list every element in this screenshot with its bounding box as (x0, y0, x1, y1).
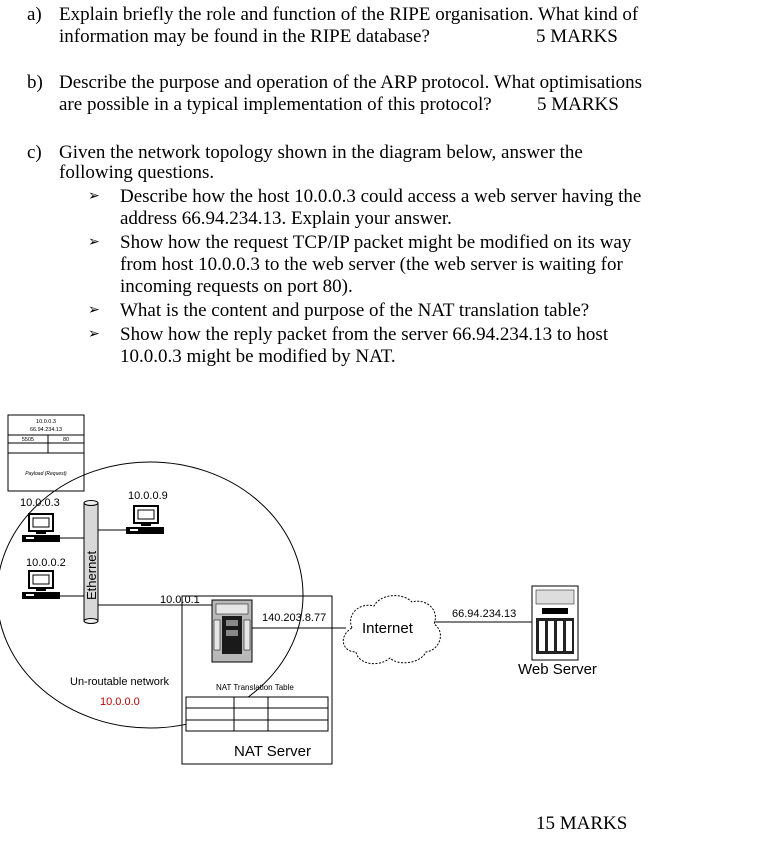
bullet-1: ➢ Describe how the host 10.0.0.3 could a… (88, 186, 728, 230)
host-computer-icon (22, 570, 84, 599)
question-c: c) Given the network topology shown in t… (27, 142, 747, 186)
host-10-0-0-2-label: 10.0.0.2 (26, 557, 66, 569)
question-b-line1: Describe the purpose and operation of th… (59, 72, 643, 93)
arrow-bullet-icon: ➢ (88, 189, 100, 204)
question-a-line1: Explain briefly the role and function of… (59, 4, 639, 25)
host-10-0-0-3-label: 10.0.0.3 (20, 497, 60, 509)
total-marks: 15 MARKS (536, 813, 628, 834)
packet-dst-ip: 66.94.234.13 (30, 427, 62, 433)
bullet-4-line2: 10.0.0.3 might be modified by NAT. (120, 346, 396, 367)
packet-src-port: 5505 (22, 437, 34, 443)
nat-translation-table (185, 696, 329, 732)
bullet-3: ➢ What is the content and purpose of the… (88, 300, 728, 322)
question-b-line2: are possible in a typical implementation… (59, 94, 492, 115)
question-c-label: c) (27, 142, 42, 163)
nat-server-box (181, 595, 333, 765)
arrow-bullet-icon: ➢ (88, 303, 100, 318)
host-computer-icon (98, 505, 164, 534)
question-a: a) Explain briefly the role and function… (27, 4, 747, 48)
web-server-icon (531, 585, 579, 661)
private-network-ellipse (0, 461, 304, 729)
bullet-4: ➢ Show how the reply packet from the ser… (88, 324, 728, 368)
bullet-1-line1: Describe how the host 10.0.0.3 could acc… (120, 186, 642, 207)
nat-public-ip-label: 140.203.8.77 (262, 612, 326, 624)
bullet-1-line2: address 66.94.234.13. Explain your answe… (120, 208, 452, 229)
nat-server-label: NAT Server (234, 743, 311, 760)
question-b-label: b) (27, 72, 43, 93)
packet-src-ip: 10.0.0.3 (36, 419, 56, 425)
internet-label: Internet (362, 620, 414, 637)
question-b-marks: 5 MARKS (537, 94, 619, 115)
unroutable-network-label: Un-routable network (70, 676, 170, 688)
web-server-label: Web Server (518, 661, 597, 678)
nat-router-icon (211, 599, 253, 663)
internet-cloud-icon (342, 595, 441, 665)
ethernet-bus: Ethernet (83, 500, 99, 624)
packet-caption: Payload (Request) (25, 471, 67, 477)
question-a-line2: information may be found in the RIPE dat… (59, 26, 430, 47)
bullet-2-line1: Show how the request TCP/IP packet might… (120, 232, 632, 253)
gateway-ip-label: 10.0.0.1 (160, 594, 200, 606)
bullet-2-line2: from host 10.0.0.3 to the web server (th… (120, 254, 623, 275)
question-a-label: a) (27, 4, 42, 25)
unroutable-network-address: 10.0.0.0 (100, 696, 140, 708)
question-b: b) Describe the purpose and operation of… (27, 72, 747, 116)
bullet-4-line1: Show how the reply packet from the serve… (120, 324, 609, 345)
packet-box: 10.0.0.3 66.94.234.13 5505 80 Payload (R… (7, 414, 85, 492)
question-c-line1: Given the network topology shown in the … (59, 142, 583, 163)
packet-dst-port: 80 (63, 437, 69, 443)
nat-table-label: NAT Translation Table (216, 683, 294, 692)
server-ip-label: 66.94.234.13 (452, 608, 516, 620)
bullet-2: ➢ Show how the request TCP/IP packet mig… (88, 232, 728, 298)
ethernet-label: Ethernet (84, 550, 99, 600)
host-10-0-0-9-label: 10.0.0.9 (128, 490, 168, 502)
arrow-bullet-icon: ➢ (88, 235, 100, 250)
bullet-2-line3: incoming requests on port 80). (120, 276, 353, 297)
question-a-marks: 5 MARKS (536, 26, 618, 47)
question-c-line2: following questions. (59, 162, 215, 183)
arrow-bullet-icon: ➢ (88, 327, 100, 342)
host-computer-icon (22, 513, 84, 542)
bullet-3-line1: What is the content and purpose of the N… (120, 300, 590, 321)
